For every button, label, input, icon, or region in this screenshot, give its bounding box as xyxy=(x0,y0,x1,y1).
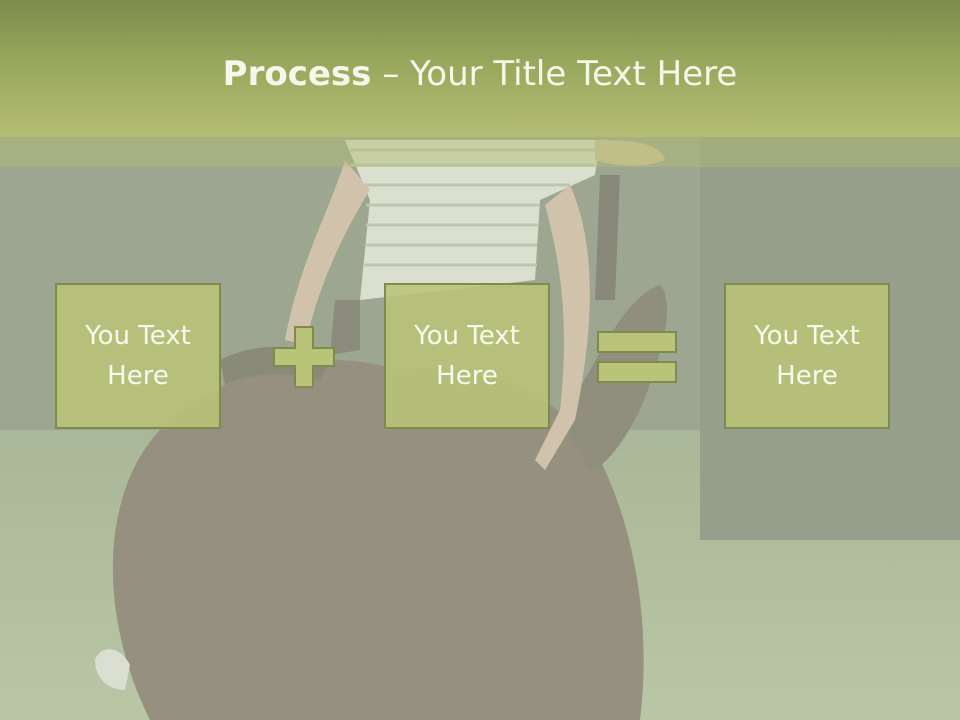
title-separator: – xyxy=(371,54,411,94)
process-box-3[interactable]: You Text Here xyxy=(724,283,890,429)
process-box-1-text: You Text Here xyxy=(85,321,191,391)
process-box-2[interactable]: You Text Here xyxy=(384,283,550,429)
process-box-2-text: You Text Here xyxy=(414,321,520,391)
process-box-1[interactable]: You Text Here xyxy=(55,283,221,429)
title-band xyxy=(0,0,960,137)
plus-icon xyxy=(273,326,335,388)
equals-icon xyxy=(597,331,677,383)
process-box-3-text: You Text Here xyxy=(754,321,860,391)
title-rest: Your Title Text Here xyxy=(410,54,738,94)
slide-title[interactable]: Process – Your Title Text Here xyxy=(0,52,960,96)
title-bold: Process xyxy=(222,54,372,94)
title-strip xyxy=(0,137,960,167)
